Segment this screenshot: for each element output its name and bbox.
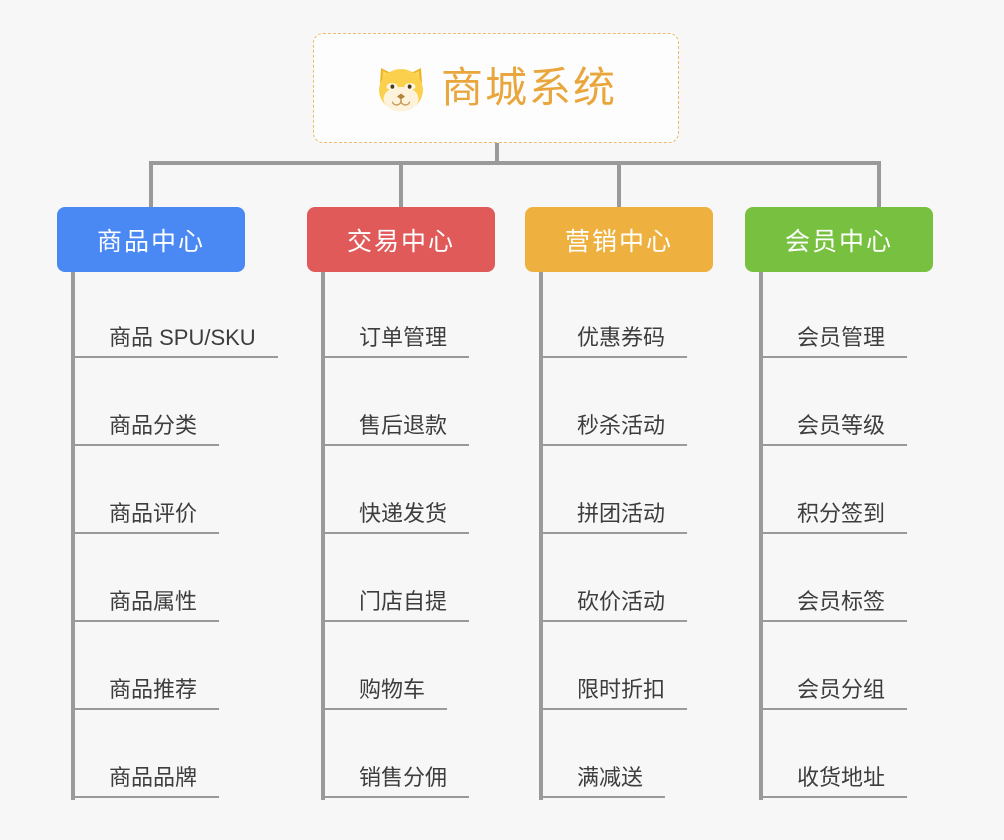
- connector-branch-4: [877, 161, 881, 207]
- category-node-product-center[interactable]: 商品中心: [57, 207, 245, 272]
- leaf-label: 砍价活动: [543, 589, 688, 622]
- leaf-item[interactable]: 销售分佣: [325, 712, 495, 800]
- leaf-item[interactable]: 商品评价: [75, 448, 245, 536]
- leaf-item[interactable]: 会员标签: [763, 536, 933, 624]
- leaf-item[interactable]: 砍价活动: [543, 536, 713, 624]
- category-node-member-center[interactable]: 会员中心: [745, 207, 933, 272]
- branch-column-product-center: 商品中心 商品 SPU/SKU 商品分类 商品评价 商品属性 商品推荐 商品品牌: [57, 207, 278, 800]
- leaf-label: 商品 SPU/SKU: [75, 325, 278, 358]
- leaf-label: 订单管理: [325, 325, 470, 358]
- leaf-item[interactable]: 满减送: [543, 712, 713, 800]
- leaf-item[interactable]: 购物车: [325, 624, 495, 712]
- leaf-item[interactable]: 快递发货: [325, 448, 495, 536]
- leaf-label: 快递发货: [325, 501, 470, 534]
- connector-root-stem: [495, 143, 499, 164]
- leaf-item[interactable]: 售后退款: [325, 360, 495, 448]
- leaf-list-marketing-center: 优惠券码 秒杀活动 拼团活动 砍价活动 限时折扣 满减送: [539, 272, 713, 800]
- leaf-label: 限时折扣: [543, 677, 688, 710]
- leaf-list-product-center: 商品 SPU/SKU 商品分类 商品评价 商品属性 商品推荐 商品品牌: [71, 272, 278, 800]
- leaf-label: 商品属性: [75, 589, 220, 622]
- connector-branch-3: [617, 161, 621, 207]
- leaf-list-trade-center: 订单管理 售后退款 快递发货 门店自提 购物车 销售分佣: [321, 272, 495, 800]
- category-label: 会员中心: [784, 227, 893, 256]
- root-title: 商城系统: [440, 64, 617, 111]
- leaf-item[interactable]: 商品推荐: [75, 624, 245, 712]
- leaf-label: 会员管理: [763, 325, 908, 358]
- branch-column-member-center: 会员中心 会员管理 会员等级 积分签到 会员标签 会员分组 收货地址: [745, 207, 933, 800]
- leaf-label: 商品评价: [75, 501, 220, 534]
- branch-column-marketing-center: 营销中心 优惠券码 秒杀活动 拼团活动 砍价活动 限时折扣 满减送: [525, 207, 713, 800]
- leaf-item[interactable]: 商品品牌: [75, 712, 245, 800]
- leaf-label: 购物车: [325, 677, 448, 710]
- shiba-dog-face-icon: [375, 63, 427, 113]
- leaf-list-member-center: 会员管理 会员等级 积分签到 会员标签 会员分组 收货地址: [759, 272, 933, 800]
- category-label: 交易中心: [346, 227, 455, 256]
- connector-branch-1: [149, 161, 153, 207]
- leaf-item[interactable]: 拼团活动: [543, 448, 713, 536]
- leaf-label: 秒杀活动: [543, 413, 688, 446]
- category-label: 商品中心: [96, 227, 205, 256]
- leaf-item[interactable]: 会员分组: [763, 624, 933, 712]
- category-label: 营销中心: [564, 227, 673, 256]
- leaf-item[interactable]: 订单管理: [325, 272, 495, 360]
- leaf-label: 会员等级: [763, 413, 908, 446]
- branch-column-trade-center: 交易中心 订单管理 售后退款 快递发货 门店自提 购物车 销售分佣: [307, 207, 495, 800]
- leaf-label: 门店自提: [325, 589, 470, 622]
- leaf-item[interactable]: 门店自提: [325, 536, 495, 624]
- leaf-label: 售后退款: [325, 413, 470, 446]
- leaf-item[interactable]: 商品分类: [75, 360, 245, 448]
- connector-horizontal-bus: [149, 161, 881, 165]
- leaf-item[interactable]: 会员管理: [763, 272, 933, 360]
- leaf-label: 会员分组: [763, 677, 908, 710]
- leaf-label: 优惠券码: [543, 325, 688, 358]
- leaf-item[interactable]: 收货地址: [763, 712, 933, 800]
- leaf-item[interactable]: 秒杀活动: [543, 360, 713, 448]
- leaf-label: 积分签到: [763, 501, 908, 534]
- category-node-marketing-center[interactable]: 营销中心: [525, 207, 713, 272]
- root-node[interactable]: 商城系统: [313, 33, 679, 143]
- leaf-label: 拼团活动: [543, 501, 688, 534]
- leaf-label: 商品推荐: [75, 677, 220, 710]
- leaf-item[interactable]: 优惠券码: [543, 272, 713, 360]
- leaf-item[interactable]: 会员等级: [763, 360, 933, 448]
- leaf-item[interactable]: 限时折扣: [543, 624, 713, 712]
- leaf-label: 商品品牌: [75, 765, 220, 798]
- leaf-label: 销售分佣: [325, 765, 470, 798]
- leaf-item[interactable]: 商品属性: [75, 536, 245, 624]
- leaf-label: 收货地址: [763, 765, 908, 798]
- category-node-trade-center[interactable]: 交易中心: [307, 207, 495, 272]
- leaf-label: 满减送: [543, 765, 666, 798]
- leaf-item[interactable]: 商品 SPU/SKU: [75, 272, 278, 360]
- leaf-item[interactable]: 积分签到: [763, 448, 933, 536]
- leaf-label: 商品分类: [75, 413, 220, 446]
- leaf-label: 会员标签: [763, 589, 908, 622]
- connector-branch-2: [399, 161, 403, 207]
